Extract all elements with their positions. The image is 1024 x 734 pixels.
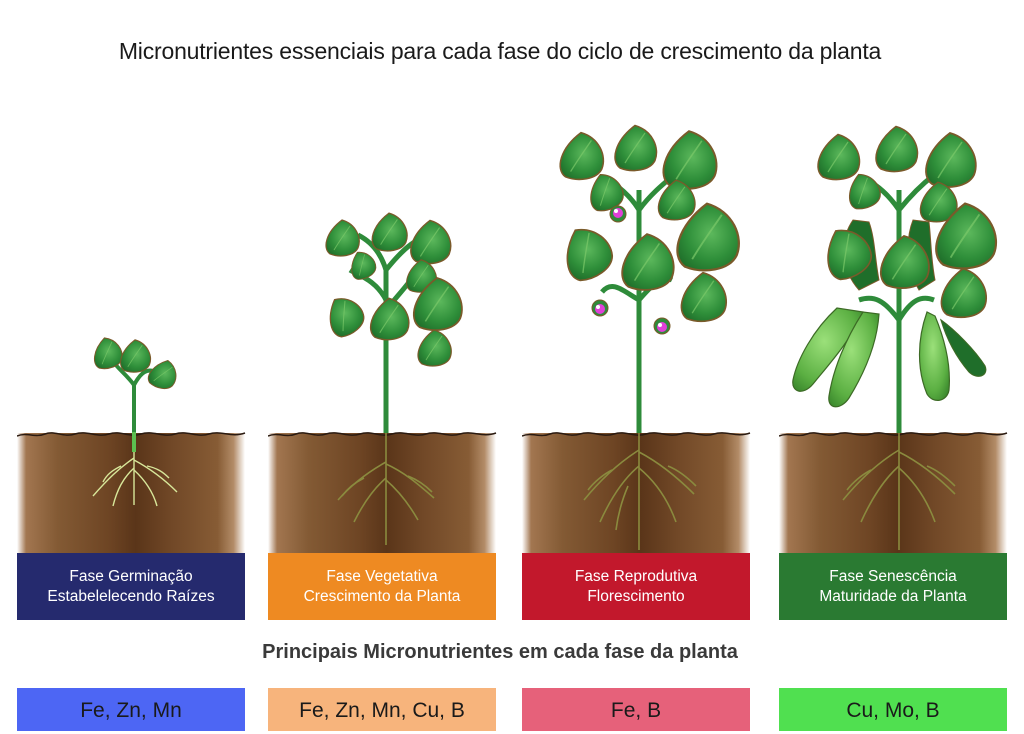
micronutrients-heading: Principais Micronutrientes em cada fase … (262, 641, 738, 663)
micronutrients-senescencia: Cu, Mo, B (779, 688, 1007, 731)
soil-panel (522, 433, 750, 553)
flower-icon (591, 205, 671, 335)
phase-label-senescencia: Fase Senescência Maturidade da Planta (779, 553, 1007, 620)
micronutrients-germinacao: Fe, Zn, Mn (17, 688, 245, 731)
phase-description: Maturidade da Planta (819, 587, 967, 605)
phase-name: Fase Senescência (829, 567, 957, 585)
phase-description: Estabelelecendo Raízes (47, 587, 215, 605)
phase-reprodutiva (522, 0, 752, 731)
phase-label-vegetativa: Fase Vegetativa Crescimento da Planta (268, 553, 496, 620)
pod-icon (792, 307, 987, 408)
phase-germinacao (17, 0, 247, 731)
flowering-plant-icon (522, 124, 751, 550)
mature-plant-with-pods-icon (779, 125, 1008, 550)
phase-description: Crescimento da Planta (303, 587, 461, 605)
phase-vegetativa (268, 0, 498, 731)
micronutrients-reprodutiva: Fe, B (522, 688, 750, 731)
phase-label-germinacao: Fase Germinação Estabelelecendo Raízes (17, 553, 245, 620)
young-plant-icon (268, 212, 497, 545)
soil-panel (268, 433, 496, 553)
soil-panel (17, 433, 245, 553)
phase-description: Florescimento (587, 587, 685, 605)
micronutrients-vegetativa: Fe, Zn, Mn, Cu, B (268, 688, 496, 731)
diagram-title: Micronutrientes essenciais para cada fas… (118, 38, 882, 64)
phase-label-reprodutiva: Fase Reprodutiva Florescimento (522, 553, 750, 620)
phase-name: Fase Reprodutiva (574, 567, 698, 585)
phase-senescencia (779, 0, 1009, 731)
phase-name: Fase Germinação (69, 567, 193, 585)
phase-name: Fase Vegetativa (326, 567, 438, 585)
